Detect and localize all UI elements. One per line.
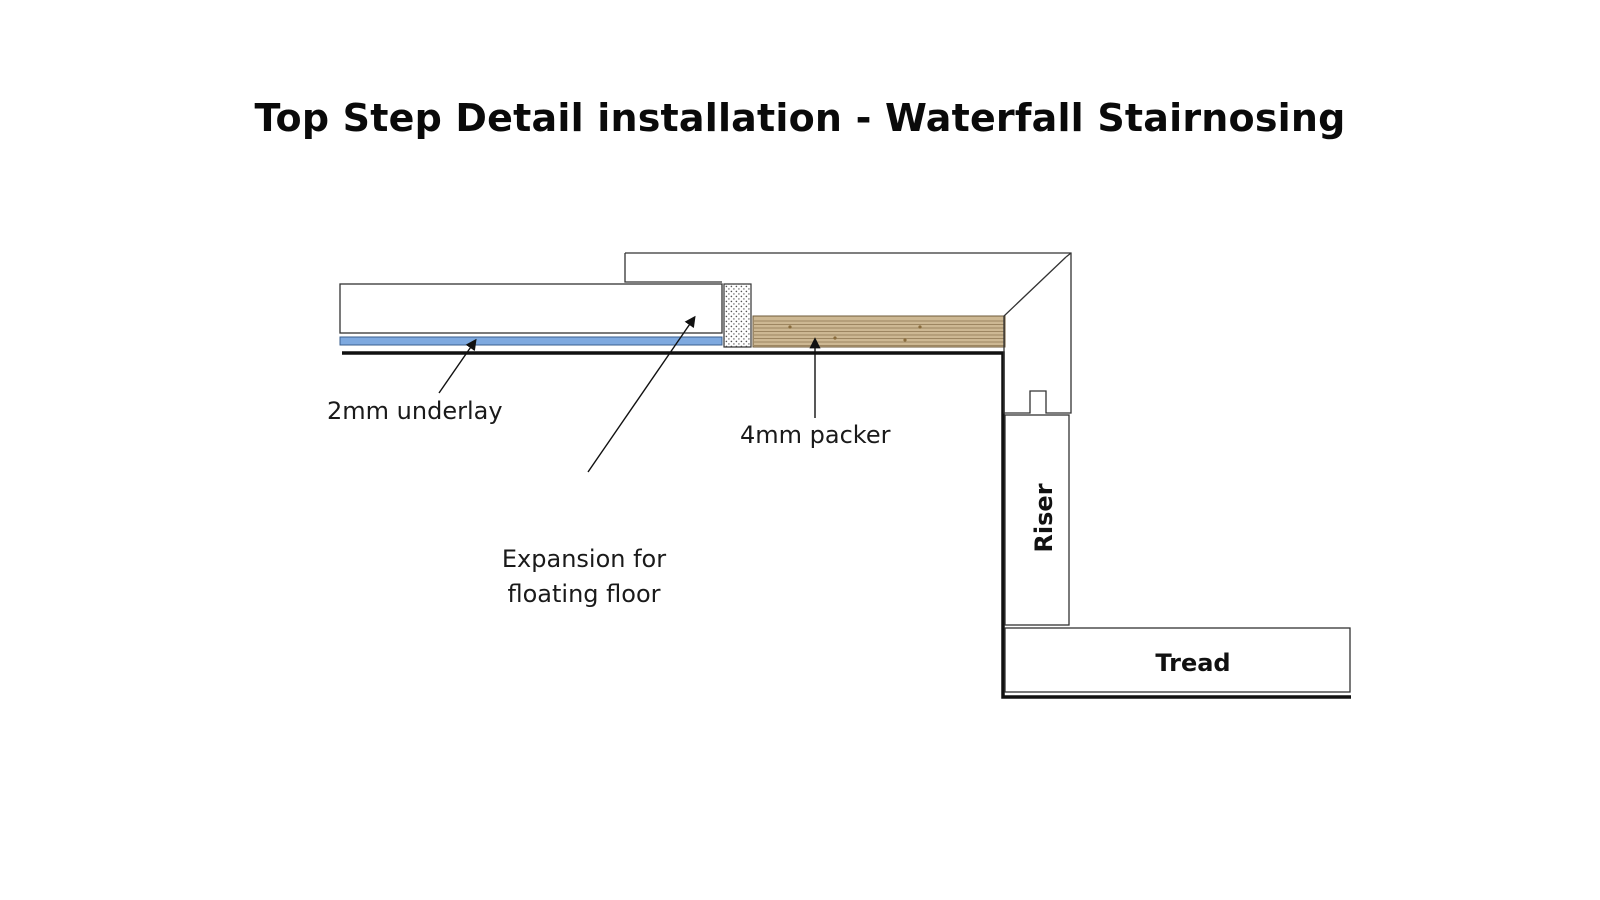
stairnosing-profile bbox=[624, 252, 1072, 414]
packer-wood-knot bbox=[833, 336, 837, 340]
packer-block bbox=[752, 315, 1006, 348]
packer-wood-knot bbox=[903, 338, 907, 342]
expansion-label-line2: floating floor bbox=[507, 580, 660, 608]
packer-wood-knot bbox=[788, 325, 792, 329]
diagram-title: Top Step Detail installation - Waterfall… bbox=[254, 96, 1346, 140]
expansion-gap-filler bbox=[723, 283, 752, 348]
underlay-strip bbox=[339, 336, 723, 346]
packer-wood-knot bbox=[918, 325, 922, 329]
riser-board bbox=[1004, 414, 1070, 626]
tread-label: Tread bbox=[1155, 649, 1230, 677]
expansion-leader bbox=[587, 315, 696, 473]
underlay-leader bbox=[438, 338, 477, 394]
tread-board bbox=[1004, 627, 1351, 693]
substrate-outline bbox=[342, 351, 1351, 699]
riser-label: Riser bbox=[1030, 483, 1058, 552]
floating-floor-board bbox=[339, 283, 723, 334]
packer-label: 4mm packer bbox=[740, 421, 891, 449]
expansion-label-line1: Expansion for bbox=[502, 545, 666, 573]
underlay-label: 2mm underlay bbox=[327, 397, 503, 425]
